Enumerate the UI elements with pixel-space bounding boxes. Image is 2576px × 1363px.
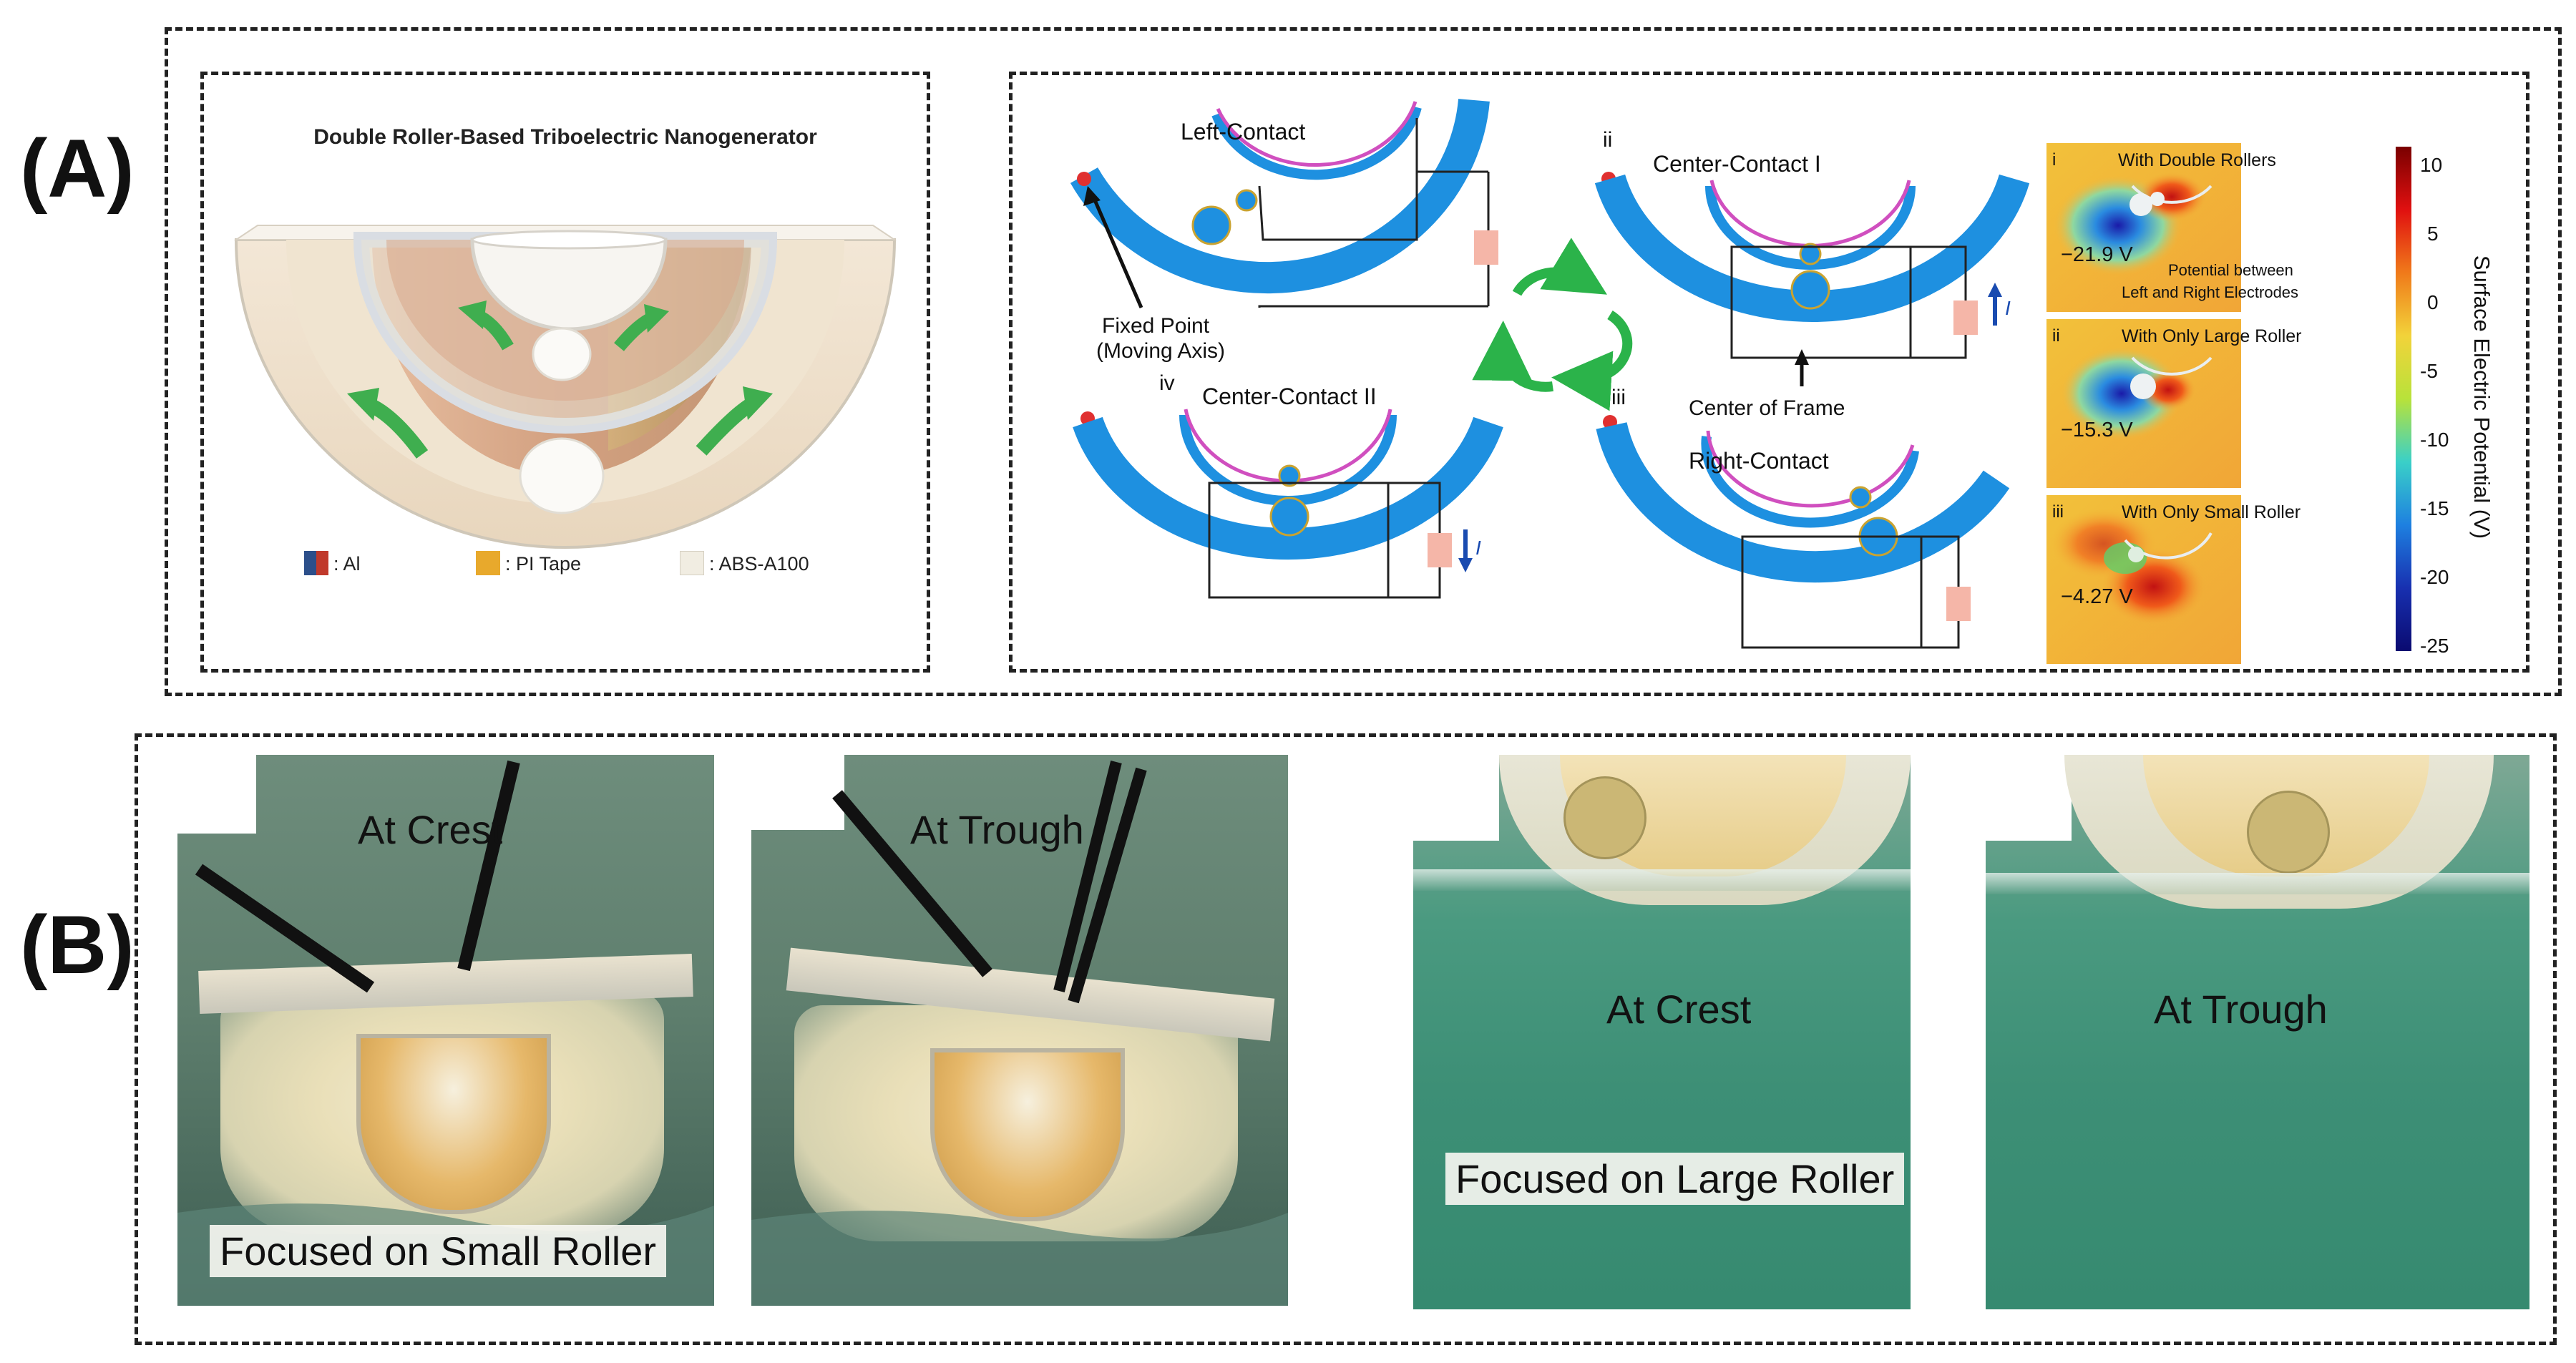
pi-tape-swatch-icon	[476, 551, 500, 575]
moving-axis-label: (Moving Axis)	[1096, 339, 1225, 363]
colorbar-ticks: 10 5 0 -5 -10 -15 -20 -25	[2420, 154, 2463, 657]
photo-label-crest-small: At Crest	[358, 807, 503, 852]
al-swatch-icon	[304, 551, 328, 575]
device-render	[233, 225, 897, 549]
colorbar-tick: 5	[2427, 223, 2439, 245]
legend-abs: : ABS-A100	[709, 553, 809, 575]
panel-a-frame	[165, 27, 2562, 696]
state-center-contact-2: iv Center-Contact II I	[1073, 371, 1503, 599]
colorbar-label: Surface Electric Potential (V)	[2469, 255, 2494, 539]
panel-label-a: (A)	[20, 123, 135, 215]
state-label-right-contact: Right-Contact	[1689, 448, 1829, 474]
photo-large-roller-trough: At Trough	[1986, 755, 2529, 1309]
sim-numeral-iii: iii	[2052, 502, 2064, 522]
device-title: Double Roller-Based Triboelectric Nanoge…	[313, 125, 817, 149]
sim-numeral-ii: ii	[2052, 326, 2060, 346]
colorbar-tick: -15	[2420, 497, 2449, 519]
colorbar-tick: 10	[2420, 154, 2443, 176]
photo-large-roller-crest: At Crest Focused on Large Roller	[1413, 755, 1911, 1309]
photo-label-trough-small: At Trough	[910, 807, 1084, 852]
fixed-point-label: Fixed Point	[1102, 314, 1210, 338]
colorbar	[2396, 147, 2411, 651]
state-numeral-ii: ii	[1603, 128, 1612, 152]
focus-label-small: Focused on Small Roller	[210, 1225, 667, 1277]
photo-label-trough-large: At Trough	[2154, 987, 2328, 1032]
state-label-center-contact-1: Center-Contact I	[1653, 151, 1821, 177]
cycle-arrows-icon	[1472, 238, 1633, 411]
state-right-contact: iii Right-Contact	[1596, 386, 2010, 649]
abs-swatch-icon	[680, 551, 704, 575]
sim-value-ii: −15.3 V	[2061, 419, 2133, 441]
state-numeral-iii: iii	[1611, 386, 1626, 409]
legend-pi-tape: : PI Tape	[505, 553, 582, 575]
focus-label-large: Focused on Large Roller	[1445, 1153, 1905, 1205]
current-label-down: I	[1475, 537, 1481, 559]
sim-title-iii: With Only Small Roller	[2122, 502, 2301, 522]
center-of-frame-label: Center of Frame	[1689, 396, 1845, 420]
sim-value-iii: −4.27 V	[2061, 585, 2133, 608]
state-numeral-iv: iv	[1159, 371, 1175, 395]
device-illustration: Double Roller-Based Triboelectric Nanoge…	[208, 79, 923, 665]
device-frame	[200, 72, 930, 673]
current-label-up: I	[2005, 297, 2011, 319]
state-label-center-contact-2: Center-Contact II	[1202, 384, 1377, 409]
sim-note-line2: Left and Right Electrodes	[2122, 283, 2299, 301]
colorbar-tick: -20	[2420, 566, 2449, 588]
photo-small-roller-trough: At Trough	[751, 755, 1288, 1306]
state-center-contact-1: ii Center-Contact I I Center of Frame	[1594, 128, 2030, 420]
sim-note-line1: Potential between	[2168, 261, 2293, 279]
legend-al: : Al	[333, 553, 361, 575]
panel-label-b: (B)	[20, 899, 135, 991]
sim-numeral-i: i	[2052, 150, 2057, 170]
mechanism-diagram: Left-Contact Fixed Point (Moving Axis) i…	[1070, 99, 2030, 649]
panel-b-frame	[135, 733, 2557, 1345]
simulation-maps	[2046, 143, 2241, 664]
sim-title-i: With Double Rollers	[2118, 150, 2276, 170]
state-label-left-contact: Left-Contact	[1181, 119, 1305, 145]
photo-label-crest-large: At Crest	[1606, 987, 1752, 1032]
sim-value-i: −21.9 V	[2061, 243, 2133, 266]
colorbar-tick: -25	[2420, 635, 2449, 657]
colorbar-tick: -10	[2420, 429, 2449, 451]
colorbar-tick: 0	[2427, 291, 2439, 313]
state-left-contact: Left-Contact Fixed Point (Moving Axis)	[1070, 99, 1498, 363]
colorbar-tick: -5	[2420, 360, 2438, 382]
sim-title-ii: With Only Large Roller	[2122, 326, 2302, 346]
mechanism-frame	[1009, 72, 2529, 673]
photo-small-roller-crest: At Crest Focused on Small Roller	[177, 755, 714, 1306]
